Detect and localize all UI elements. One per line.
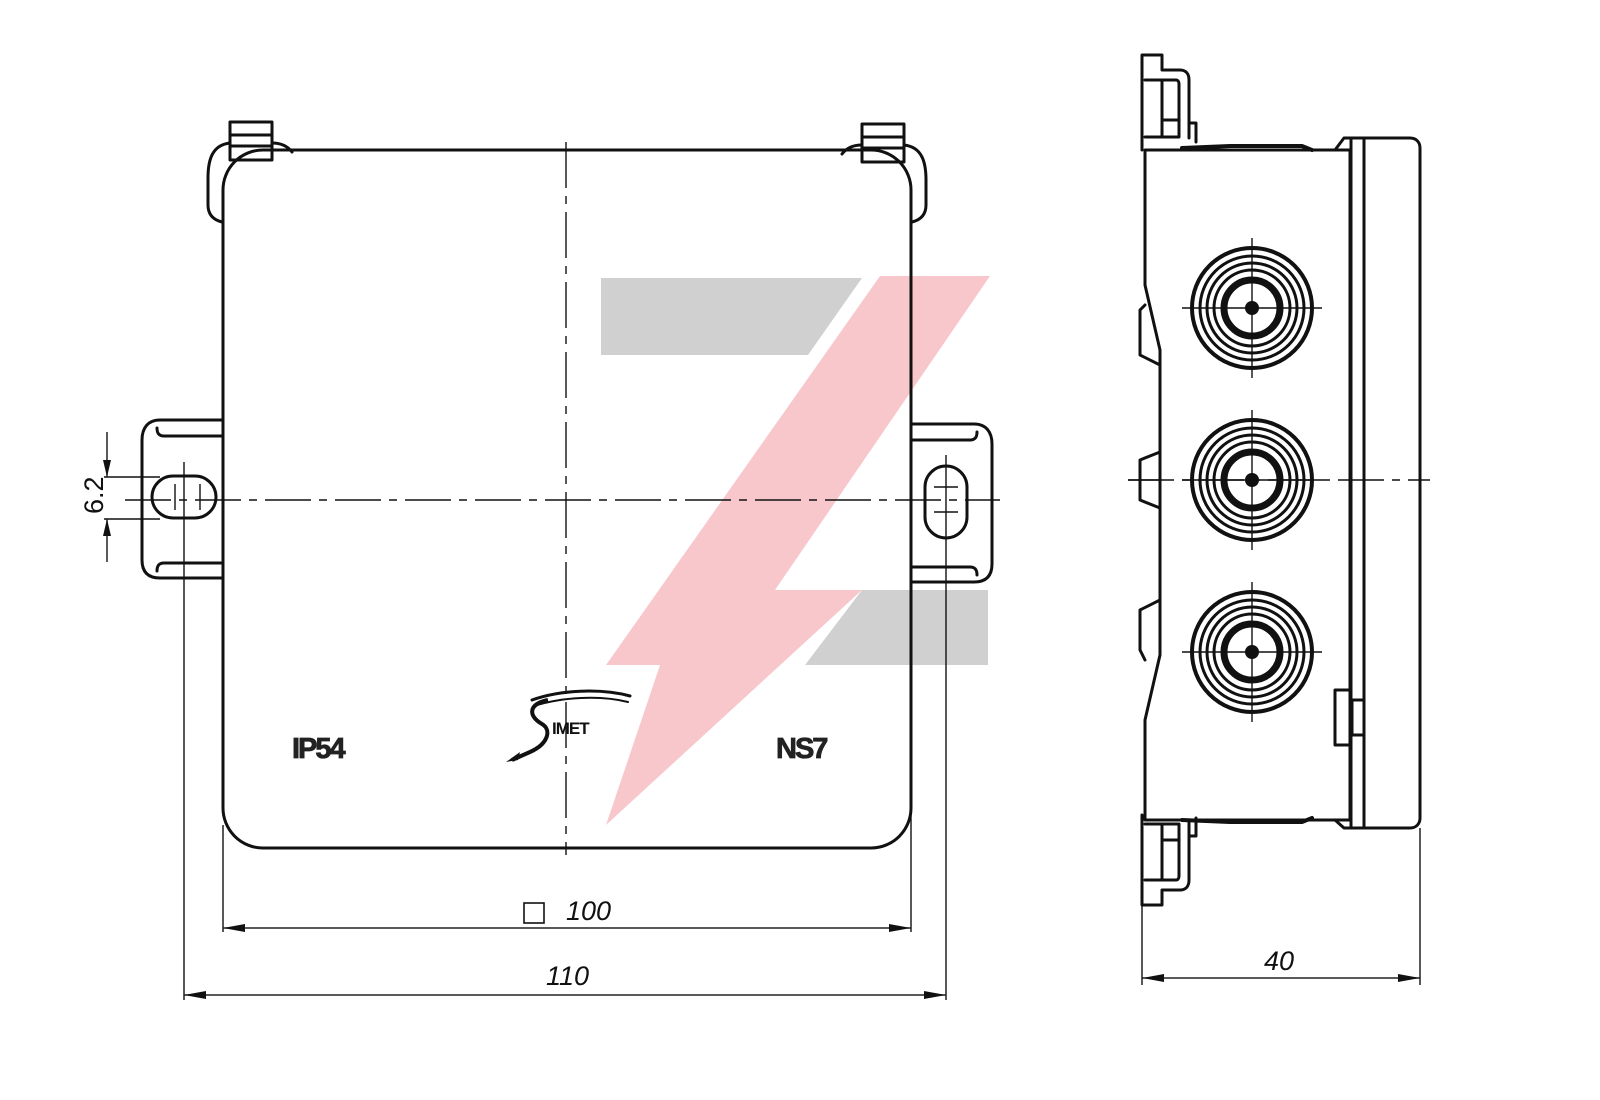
- cable-glands: [1182, 238, 1322, 722]
- side-wall-notches: [1128, 303, 1162, 662]
- corner-clip-top-left: [206, 120, 294, 224]
- brand-logo: IMET: [506, 689, 632, 762]
- dim-depth-text: 40: [1264, 946, 1294, 976]
- dim-overall-width-text: 110: [546, 961, 589, 991]
- front-view: IP54 NS7 IMET: [125, 120, 1000, 1000]
- brand-text: IMET: [552, 719, 590, 738]
- watermark-grey-bar-bottom: [805, 590, 988, 665]
- dim-mount-hole-text: 6.2: [79, 476, 109, 514]
- box-lid: [221, 148, 913, 850]
- mount-lug-right: [909, 422, 994, 584]
- dimension-overall-width: 110: [184, 961, 946, 999]
- side-lid: [1333, 136, 1422, 830]
- dimension-depth: 40: [1141, 828, 1421, 985]
- square-symbol: [523, 902, 545, 924]
- side-clip-bottom: [1140, 813, 1198, 907]
- dim-lid-width-text: 100: [566, 896, 611, 926]
- dimension-lid-width: 100: [222, 810, 912, 932]
- ip-rating-label: IP54: [292, 733, 346, 765]
- model-label: NS7: [776, 733, 827, 765]
- corner-clip-top-right: [840, 122, 928, 224]
- watermark-grey-bar-top: [601, 278, 862, 355]
- side-clip-top: [1140, 53, 1198, 152]
- cable-gland: [1182, 410, 1322, 550]
- cable-gland: [1182, 238, 1322, 378]
- cable-gland: [1182, 582, 1322, 722]
- watermark-logo: [601, 276, 990, 825]
- dimension-mount-hole: 6.2: [79, 432, 160, 562]
- watermark-red-bolt: [606, 276, 990, 825]
- mount-lug-left: [140, 418, 225, 580]
